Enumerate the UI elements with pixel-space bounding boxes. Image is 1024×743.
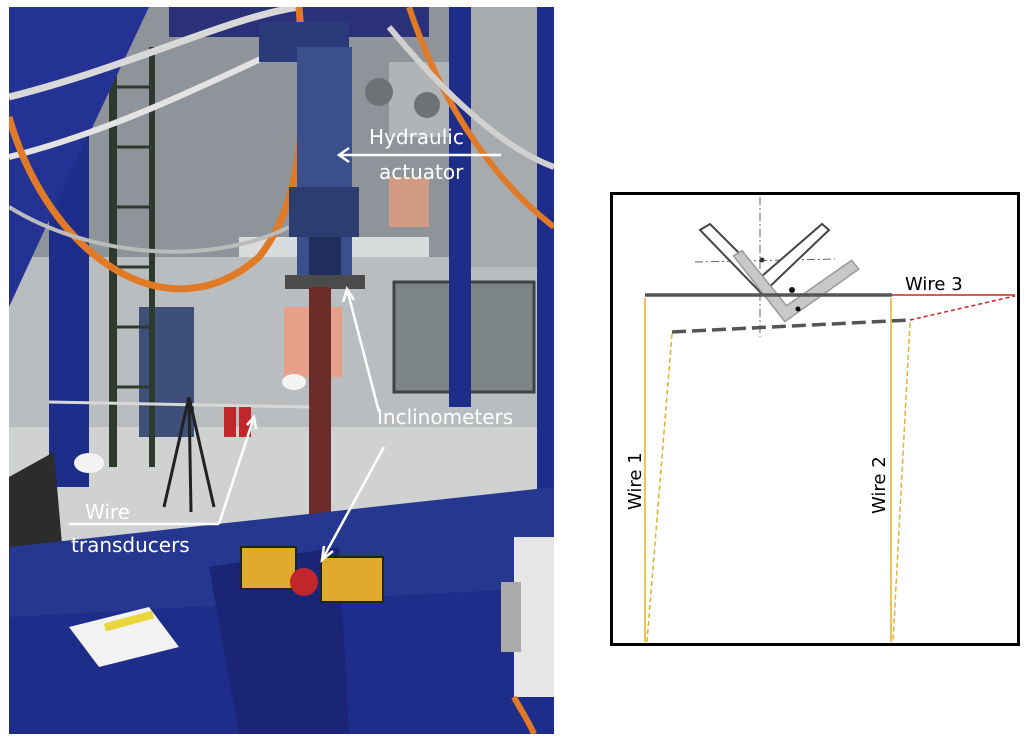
wire-1-line-deformed <box>646 333 673 643</box>
wire-transducers-label-line2: transducers <box>71 533 190 557</box>
test-rig-photo: Hydraulic actuator Inclinometers Wire tr… <box>5 3 556 736</box>
inclinometers-label: Inclinometers <box>377 405 514 429</box>
schematic-frame <box>610 192 1020 646</box>
annotation-lines <box>69 146 501 563</box>
actuator-label-line2: actuator <box>379 160 464 184</box>
wire-3-label: Wire 3 <box>905 274 963 295</box>
wire-schematic-drawing: Wire 3 Wire 1 Wire 2 <box>610 192 1020 646</box>
wire-schematic: Wire 3 Wire 1 Wire 2 <box>610 192 1020 646</box>
pivot-point <box>759 257 765 263</box>
test-rig-illustration <box>5 3 556 736</box>
center-axis-horizontal <box>694 258 836 263</box>
centroid-marker <box>789 287 795 293</box>
wire-2-label: Wire 2 <box>869 456 890 514</box>
wire-2-line-deformed <box>892 322 911 643</box>
actuator-label-line1: Hydraulic <box>369 125 464 149</box>
centroid-marker-2 <box>795 306 801 312</box>
wire-transducers-label-line1: Wire <box>85 500 130 524</box>
wire-3-line-deformed <box>909 295 1016 321</box>
wire-1-label: Wire 1 <box>625 452 646 510</box>
